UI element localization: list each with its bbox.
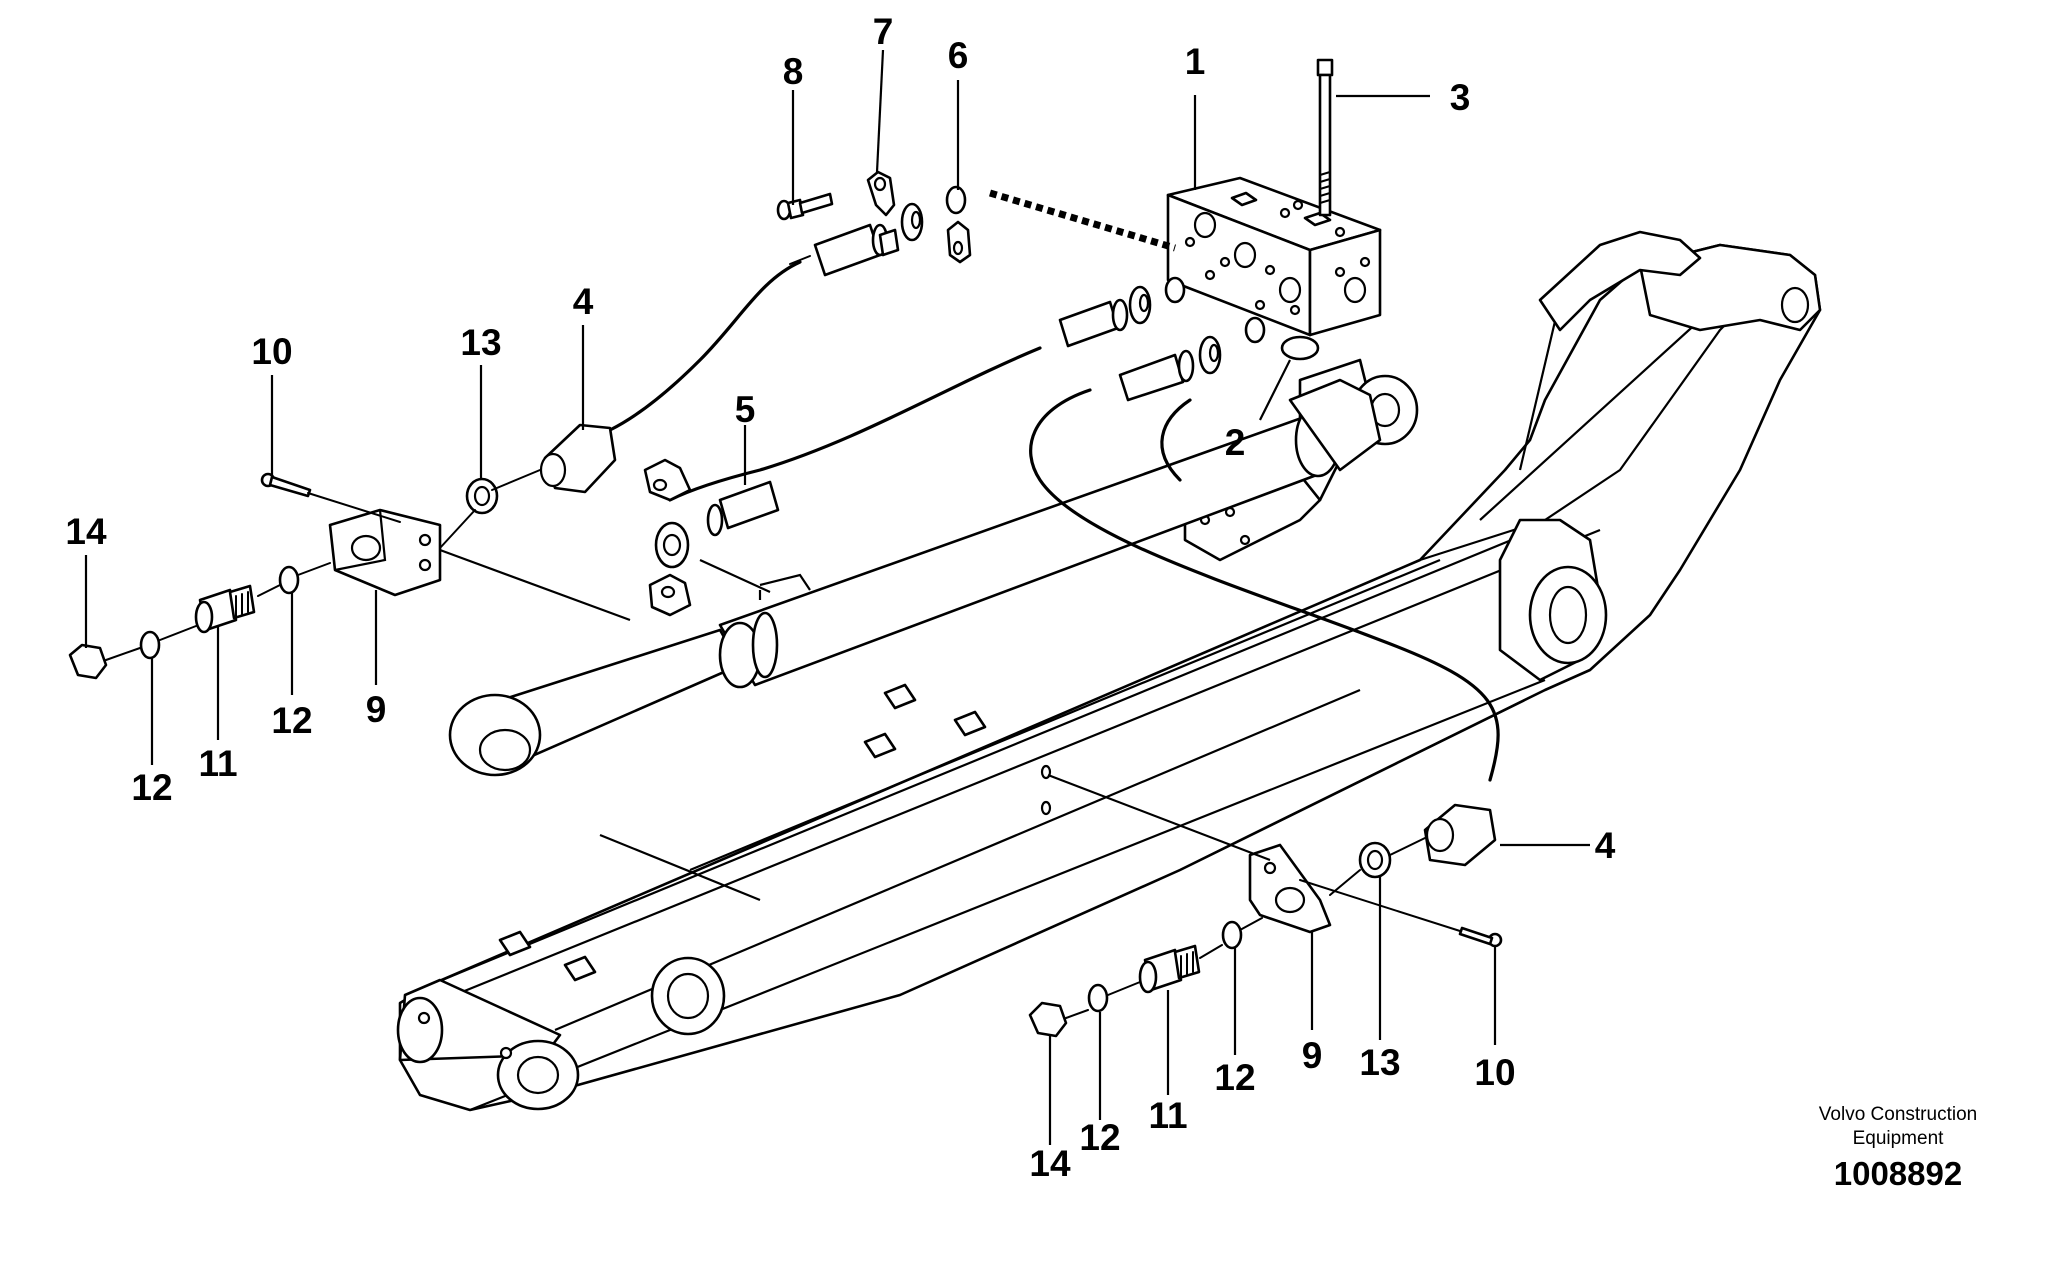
hose-fitting-upper xyxy=(789,202,924,277)
callout-6: 6 xyxy=(948,35,969,76)
hose-fitting-middle xyxy=(1058,276,1186,348)
callout-7: 7 xyxy=(873,11,894,52)
hose-fitting-5 xyxy=(643,458,780,617)
callout-13-right: 13 xyxy=(1359,1042,1400,1083)
document-number: 1008892 xyxy=(1834,1155,1962,1192)
left-fitting-stack xyxy=(68,423,631,680)
mounting-bolt xyxy=(1316,58,1430,217)
callout-13-left: 13 xyxy=(460,322,501,363)
callouts: 1 2 3 4 4 5 6 7 8 9 9 10 10 11 11 12 12 … xyxy=(65,11,1615,1184)
maker-line-1: Volvo Construction xyxy=(1819,1104,1977,1125)
boom-cylinder xyxy=(448,378,1382,777)
callout-4-upper: 4 xyxy=(573,281,594,322)
callout-10-right: 10 xyxy=(1474,1052,1515,1093)
callout-11-left: 11 xyxy=(198,743,237,784)
callout-8: 8 xyxy=(783,51,804,92)
o-ring xyxy=(1280,335,1320,361)
valve-block xyxy=(1166,176,1382,337)
callout-4-lower: 4 xyxy=(1595,825,1616,866)
hoses xyxy=(608,260,1500,782)
o-ring-6 xyxy=(945,185,967,215)
callout-5: 5 xyxy=(735,389,756,430)
footer: Volvo Construction Equipment 1008892 xyxy=(1819,1104,1977,1192)
callout-12-left-b: 12 xyxy=(131,767,172,808)
callout-14-right: 14 xyxy=(1029,1143,1071,1184)
callout-12-left-a: 12 xyxy=(271,700,312,741)
callout-11-right: 11 xyxy=(1148,1095,1187,1136)
right-fitting-stack xyxy=(1028,773,1503,1038)
callout-12-right-b: 12 xyxy=(1079,1117,1120,1158)
callout-9-left: 9 xyxy=(366,689,387,730)
callout-1: 1 xyxy=(1185,41,1206,82)
flange-screw xyxy=(776,192,834,221)
callout-10-left: 10 xyxy=(251,331,292,372)
callout-2: 2 xyxy=(1225,422,1246,463)
leader-lines xyxy=(84,49,1590,1145)
callout-14-left: 14 xyxy=(65,511,107,552)
boom xyxy=(396,230,1822,1112)
callout-12-right-a: 12 xyxy=(1214,1057,1255,1098)
hose-fitting-lower xyxy=(1118,316,1266,402)
callout-9-right: 9 xyxy=(1302,1035,1323,1076)
callout-3: 3 xyxy=(1450,77,1471,118)
maker-line-2: Equipment xyxy=(1853,1128,1945,1149)
